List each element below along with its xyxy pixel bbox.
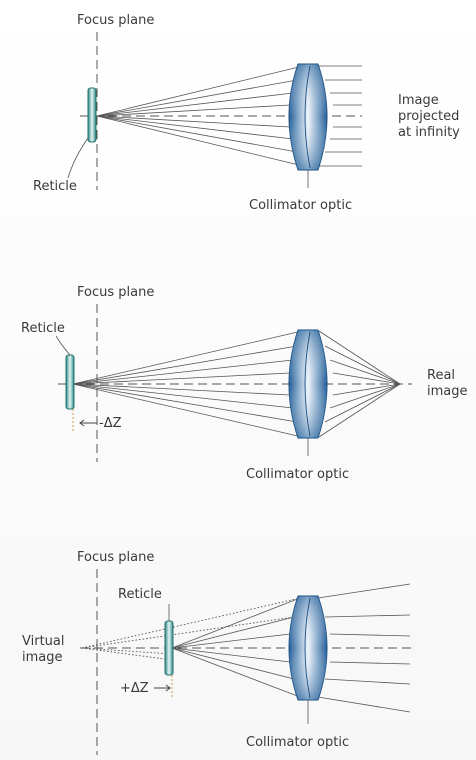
collimator-lens — [288, 63, 328, 171]
rays — [96, 65, 362, 167]
panel-real-image: Focus plane — [21, 285, 468, 482]
panel-infinity: Focus plane — [33, 13, 460, 213]
reticle-label: Reticle — [21, 321, 65, 336]
reticle — [164, 620, 174, 676]
image-label-line-3: at infinity — [398, 125, 460, 140]
optic-label: Collimator optic — [246, 467, 349, 482]
image-label-line-2: projected — [398, 109, 459, 124]
collimator-lens — [288, 329, 328, 439]
panel-virtual-image: Focus plane — [22, 550, 412, 755]
image-label-line-1: Image — [398, 93, 439, 108]
rays — [81, 583, 411, 713]
reticle-label: Reticle — [33, 179, 77, 194]
image-label-line-1: Real — [427, 368, 455, 383]
offset-arrow — [154, 684, 171, 692]
focus-plane-label: Focus plane — [77, 285, 154, 300]
reticle — [87, 87, 97, 143]
focus-plane-label: Focus plane — [77, 550, 154, 565]
offset-label: +ΔZ — [120, 681, 149, 696]
image-label-line-1: Virtual — [22, 634, 64, 649]
optic-label: Collimator optic — [249, 198, 352, 213]
image-label-line-2: image — [427, 384, 468, 399]
offset-label: -ΔZ — [99, 416, 122, 431]
optic-label: Collimator optic — [246, 735, 349, 750]
rays — [72, 330, 401, 438]
focus-plane-label: Focus plane — [77, 13, 154, 28]
offset-arrow — [79, 419, 97, 427]
reticle — [65, 354, 75, 410]
reticle-leader — [67, 137, 89, 179]
collimator-lens — [288, 595, 328, 701]
reticle-label: Reticle — [118, 587, 162, 602]
image-label-line-2: image — [22, 650, 63, 665]
reticle-leader — [55, 335, 71, 356]
